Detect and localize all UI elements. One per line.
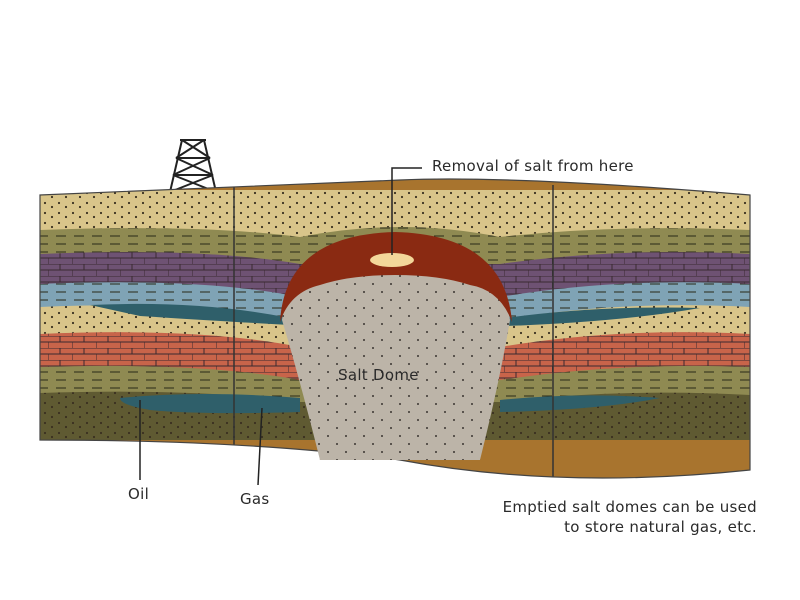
cap-rock: [280, 232, 512, 322]
gas-pocket-right: [500, 395, 660, 412]
salt-dome-label: Salt Dome: [338, 366, 419, 384]
gas-leader-line: [257, 407, 263, 486]
oil-label: Oil: [128, 485, 150, 503]
storage-note: Emptied salt domes can be used to store …: [407, 497, 757, 537]
note-line-2: to store natural gas, etc.: [564, 518, 757, 536]
gas-label: Gas: [240, 490, 270, 508]
salt-dome: [280, 232, 512, 460]
gas-pocket: [120, 394, 300, 414]
oil-derrick-icon: [169, 139, 217, 193]
removal-label: Removal of salt from here: [432, 157, 634, 175]
note-line-1: Emptied salt domes can be used: [502, 498, 757, 516]
removal-leader-line: [391, 167, 422, 255]
salt-cavity: [370, 253, 414, 267]
oil-pocket: [90, 303, 290, 325]
